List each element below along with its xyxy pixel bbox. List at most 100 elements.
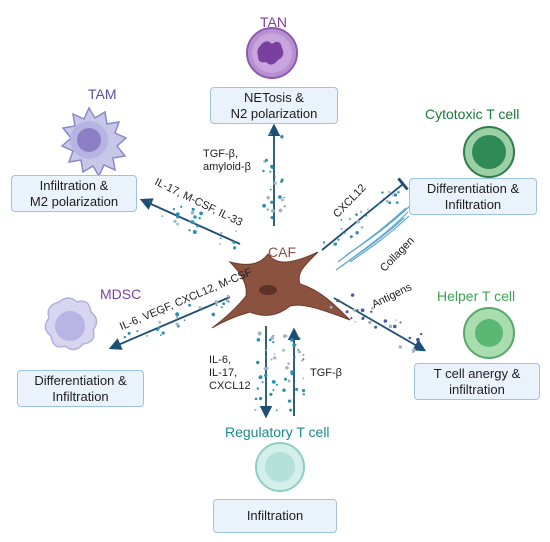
signal-dot — [198, 217, 201, 220]
signal-dot — [227, 300, 230, 303]
signal-dot — [220, 231, 223, 235]
signal-dot — [337, 238, 340, 241]
signal-dot — [175, 212, 180, 217]
signal-dot — [233, 246, 237, 250]
treg-signals-in: IL-6, IL-17, CXCL12 — [209, 354, 251, 392]
signal-dot — [193, 215, 197, 219]
signal-dot — [222, 302, 226, 306]
signal-dot — [266, 196, 270, 200]
signal-dot — [157, 326, 160, 330]
signal-dot — [420, 332, 423, 336]
caf-cell-icon — [211, 251, 351, 329]
signal-dot — [276, 409, 278, 412]
tam-effect-box: Infiltration & M2 polarization — [11, 175, 137, 212]
signal-dot — [287, 399, 292, 403]
treg-signals-out: TGF-β — [310, 367, 342, 379]
signal-dot — [367, 208, 369, 211]
signal-dot — [172, 208, 175, 211]
signal-dot — [211, 312, 216, 317]
signal-dot — [256, 338, 261, 342]
signal-dot — [274, 176, 277, 178]
signal-dot — [196, 224, 200, 228]
signal-dot — [278, 195, 282, 199]
signal-dot — [127, 331, 131, 335]
signal-dot — [199, 211, 204, 216]
signal-dot — [361, 317, 365, 320]
signal-dot — [275, 383, 278, 386]
cytotoxic-t-cell-icon — [463, 126, 515, 178]
signal-dot — [263, 367, 267, 371]
tam-cell-icon — [60, 106, 128, 178]
signal-dot — [176, 222, 179, 226]
signal-dot — [290, 372, 294, 376]
signal-dot — [220, 306, 223, 309]
signal-dot — [408, 336, 412, 340]
signal-dot — [273, 180, 275, 183]
signal-dot — [416, 337, 420, 342]
signal-dot — [161, 215, 164, 218]
signal-dot — [280, 135, 284, 139]
signal-dot — [292, 343, 296, 348]
signal-dot — [388, 324, 393, 329]
tan-title: TAN — [260, 14, 287, 30]
signal-dot — [280, 178, 284, 182]
signal-dot — [354, 320, 357, 323]
signal-dot — [214, 300, 219, 304]
signal-dot — [219, 237, 222, 239]
signal-dot — [270, 209, 275, 213]
signal-dot — [146, 335, 148, 337]
signal-dot — [356, 219, 361, 224]
signal-dot — [368, 320, 372, 325]
signal-dot — [370, 310, 373, 313]
tan-signals: TGF-β, amyloid-β — [203, 148, 251, 173]
signal-dot — [355, 213, 358, 216]
signal-dot — [257, 331, 262, 336]
signal-dot — [268, 338, 272, 342]
helper-effect-box: T cell anergy & infiltration — [414, 363, 540, 400]
signal-dot — [271, 167, 274, 170]
signal-dot — [302, 354, 305, 356]
signal-dot — [356, 308, 359, 311]
signal-dot — [270, 336, 275, 340]
signal-dot — [289, 408, 293, 412]
signal-dot — [272, 389, 275, 392]
mdsc-cell-icon — [44, 297, 98, 351]
signal-dot — [343, 231, 346, 234]
signal-dot — [190, 220, 195, 224]
signal-dot — [256, 387, 259, 390]
signal-dot — [329, 305, 333, 309]
signal-dot — [282, 388, 286, 392]
regulatory-t-cell-icon — [255, 442, 305, 492]
signal-dot — [193, 222, 196, 225]
signal-dot — [264, 373, 268, 378]
signal-dot — [254, 397, 258, 401]
caf-label: CAF — [268, 244, 296, 260]
signal-dot — [254, 409, 257, 412]
signal-dot — [158, 320, 162, 324]
regulatory-title: Regulatory T cell — [225, 424, 330, 440]
signal-dot — [273, 181, 277, 185]
signal-dot — [290, 338, 294, 342]
signal-dot — [388, 190, 391, 194]
cytotoxic-title: Cytotoxic T cell — [425, 106, 520, 122]
signal-dot — [149, 200, 151, 203]
signal-dot — [360, 226, 364, 229]
signal-dot — [256, 360, 260, 365]
signal-dot — [381, 191, 384, 194]
signal-dot — [377, 202, 381, 205]
signal-dots — [123, 132, 423, 412]
signal-dot — [219, 243, 221, 246]
signal-dot — [297, 350, 301, 354]
signal-dot — [350, 293, 355, 297]
signal-dot — [287, 379, 291, 383]
signal-dot — [393, 193, 398, 197]
signal-dot — [397, 191, 400, 194]
signal-dot — [293, 356, 296, 358]
signal-dot — [302, 358, 305, 361]
signal-dot — [188, 229, 191, 232]
signal-dot — [215, 304, 218, 306]
signal-dot — [180, 205, 183, 208]
signal-dot — [371, 307, 374, 310]
signal-dot — [298, 337, 301, 339]
signal-dot — [161, 331, 165, 335]
